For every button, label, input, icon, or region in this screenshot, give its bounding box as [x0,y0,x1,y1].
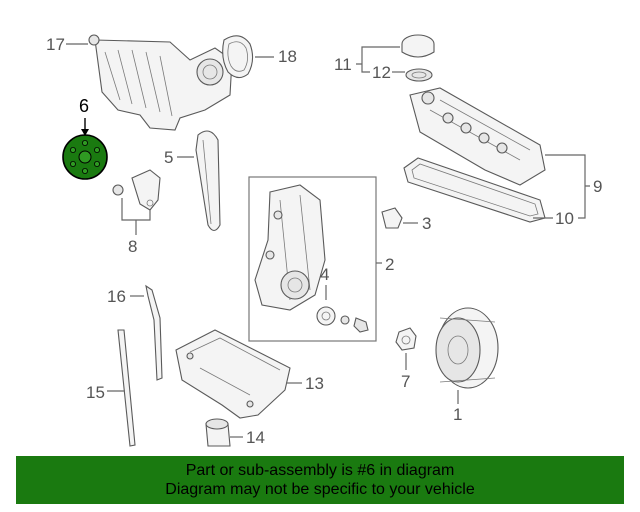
engine-parts-diagram: 17 18 6 5 [46,34,602,447]
leader-8 [121,198,151,235]
chain-tensioner-part[interactable] [112,169,161,211]
callout-5: 5 [164,148,173,167]
banner-line-part-note: Part or sub-assembly is #6 in diagram [185,462,455,479]
manifold-gasket-part[interactable] [222,35,254,79]
callout-18: 18 [278,47,297,66]
leader-6-arrow [81,129,89,136]
banner-line-disclaimer: Diagram may not be specific to your vehi… [165,481,475,498]
callout-8: 8 [128,237,137,256]
timing-cover-group [248,176,377,342]
timing-cover-part[interactable] [254,184,326,311]
callout-9: 9 [593,177,602,196]
callout-1: 1 [453,405,462,424]
leader-9 [545,154,590,219]
pulley-bolt-part[interactable] [395,327,417,351]
callout-11: 11 [334,55,352,74]
oil-pan-part[interactable] [175,329,291,419]
crankshaft-seal-part[interactable] [316,306,369,333]
callout-15: 15 [86,383,105,402]
dipstick-tube-part[interactable] [145,284,163,381]
oil-filler-cap-part[interactable] [401,34,435,82]
callout-3: 3 [422,214,431,233]
dipstick-part[interactable] [117,329,136,447]
crankshaft-pulley-part[interactable] [435,307,499,389]
leader-11 [356,46,400,73]
highlighted-part-6[interactable] [62,134,108,180]
info-banner: Part or sub-assembly is #6 in diagram Di… [16,456,624,504]
callout-12: 12 [372,63,391,82]
callout-4: 4 [320,265,329,284]
callout-13: 13 [305,374,324,393]
callout-16: 16 [107,287,126,306]
valve-cover-part[interactable] [409,87,546,186]
timing-chain-part[interactable] [195,130,221,232]
sensor-part[interactable] [381,207,403,229]
intake-manifold-part[interactable] [88,34,233,131]
callout-7: 7 [401,372,410,391]
callout-2: 2 [385,255,394,274]
callout-10: 10 [555,209,574,228]
callout-6: 6 [79,96,89,116]
callout-17: 17 [46,35,65,54]
oil-filter-part[interactable] [205,418,231,447]
callout-14: 14 [246,428,265,447]
